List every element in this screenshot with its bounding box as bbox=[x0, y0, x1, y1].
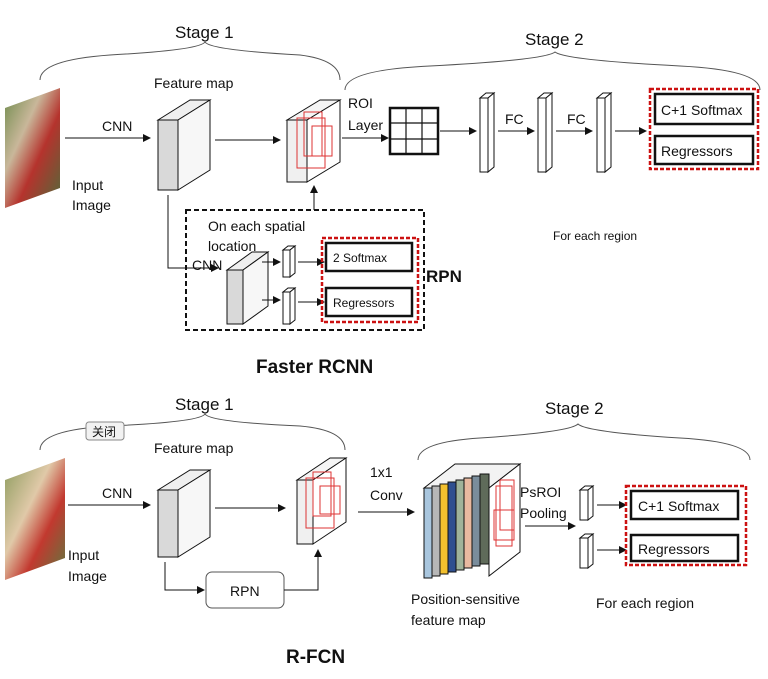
fc2-label: FC bbox=[567, 111, 586, 127]
rfcn-for-each-region-label: For each region bbox=[596, 595, 694, 611]
rfcn-feature-map-block bbox=[156, 469, 212, 558]
stage1-label: Stage 1 bbox=[175, 23, 234, 42]
rfcn-feature-map-label: Feature map bbox=[154, 440, 234, 456]
spatial-label-line1: On each spatial bbox=[208, 218, 305, 234]
input-image-photo bbox=[5, 88, 60, 208]
rpn-dashed-box bbox=[185, 209, 425, 331]
regressors-label: Regressors bbox=[661, 143, 733, 159]
psroi-label-line1: PsROI bbox=[520, 484, 561, 500]
rfcn-input-image-photo bbox=[5, 458, 65, 580]
rfcn-stage2-label: Stage 2 bbox=[545, 399, 604, 418]
feature-map-label: Feature map bbox=[154, 75, 234, 91]
stage2-label: Stage 2 bbox=[525, 30, 584, 49]
rfcn-feature-map-with-rois bbox=[295, 457, 348, 545]
rfcn-softmax-label: C+1 Softmax bbox=[638, 498, 719, 514]
fc-bar-3 bbox=[595, 91, 613, 174]
feature-to-rpn-line bbox=[167, 195, 219, 272]
feature-map-block bbox=[156, 99, 212, 191]
faster-rcnn-title: Faster RCNN bbox=[256, 357, 373, 378]
rfcn-section: Stage 1 关闭 Stage 2 Input Image CNN Featu… bbox=[5, 395, 751, 668]
fc-bar-2 bbox=[536, 91, 554, 174]
fc-bar-1 bbox=[478, 91, 496, 174]
rfcn-regressors-label: Regressors bbox=[638, 541, 710, 557]
rfcn-input-label-line1: Input bbox=[68, 547, 99, 563]
rpn-label: RPN bbox=[426, 267, 462, 286]
rpn-cnn-label: CNN bbox=[192, 257, 222, 273]
rfcn-stage2-brace bbox=[417, 423, 751, 461]
spatial-label-line2: location bbox=[208, 238, 256, 254]
rpn-feature-block bbox=[225, 251, 270, 325]
softmax-box bbox=[653, 92, 755, 126]
rfcn-stage1-label: Stage 1 bbox=[175, 395, 234, 414]
rfcn-softmax-box bbox=[629, 489, 740, 521]
rpn-regressors-box bbox=[324, 286, 414, 318]
input-label-line2: Image bbox=[72, 197, 111, 213]
softmax-label: C+1 Softmax bbox=[661, 102, 742, 118]
ps-map-label-line2: feature map bbox=[411, 612, 486, 628]
rfcn-rpn-to-roi-line bbox=[284, 549, 322, 591]
rpn-regressors-label: Regressors bbox=[333, 296, 394, 310]
roi-label-line1: ROI bbox=[348, 95, 373, 111]
rfcn-bar-top bbox=[578, 484, 595, 522]
output-red-box bbox=[648, 87, 760, 171]
rfcn-regressors-box bbox=[629, 533, 740, 563]
faster-rcnn-section: Stage 1 Stage 2 Input Image CNN Feature … bbox=[5, 23, 761, 378]
rfcn-output-red-box bbox=[624, 484, 748, 567]
rpn-bar-top bbox=[281, 244, 297, 279]
position-sensitive-stack bbox=[422, 462, 522, 579]
rpn-bar-bottom bbox=[281, 286, 297, 326]
close-button[interactable] bbox=[85, 421, 125, 441]
psroi-label-line2: Pooling bbox=[520, 505, 567, 521]
ps-map-label-line1: Position-sensitive bbox=[411, 591, 520, 607]
rpn-softmax-box bbox=[324, 241, 414, 273]
rfcn-feature-to-rpn-line bbox=[164, 562, 205, 594]
fc1-label: FC bbox=[505, 111, 524, 127]
stage2-brace bbox=[344, 51, 761, 91]
for-each-region-label: For each region bbox=[553, 229, 637, 243]
rpn-softmax-label: 2 Softmax bbox=[333, 251, 387, 265]
close-button-label: 关闭 bbox=[92, 425, 116, 439]
feature-map-with-rois bbox=[285, 99, 342, 183]
stage1-brace bbox=[39, 41, 341, 81]
input-label-line1: Input bbox=[72, 177, 103, 193]
rfcn-bar-bottom bbox=[578, 532, 595, 570]
roi-pool-grid bbox=[388, 106, 440, 156]
rfcn-stage1-brace bbox=[39, 413, 346, 451]
regressors-box bbox=[653, 134, 755, 166]
conv-label-line1: 1x1 bbox=[370, 464, 393, 480]
roi-label-line2: Layer bbox=[348, 117, 383, 133]
rfcn-rpn-label: RPN bbox=[230, 583, 260, 599]
cnn-label: CNN bbox=[102, 118, 132, 134]
conv-label-line2: Conv bbox=[370, 487, 403, 503]
rfcn-title: R-FCN bbox=[286, 647, 345, 668]
rfcn-cnn-label: CNN bbox=[102, 485, 132, 501]
rpn-output-red-box bbox=[320, 236, 420, 324]
rfcn-input-label-line2: Image bbox=[68, 568, 107, 584]
